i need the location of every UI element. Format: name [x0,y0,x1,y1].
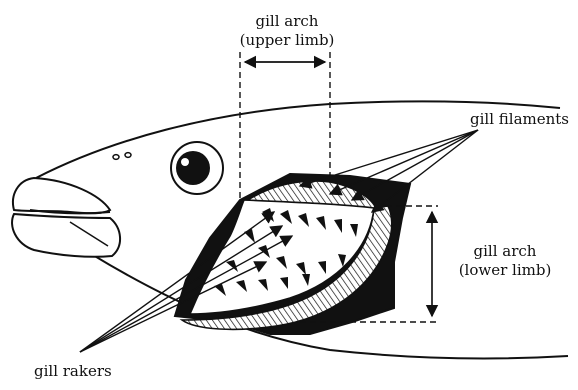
label-gill-arch-lower: gill arch (lower limb) [450,242,560,280]
eye [171,142,223,194]
label-gill-arch-upper-line2: (upper limb) [232,31,342,50]
label-gill-arch-lower-line1: gill arch [450,242,560,261]
label-gill-arch-lower-line2: (lower limb) [450,261,560,280]
nostrils [113,153,131,160]
label-gill-arch-upper: gill arch (upper limb) [232,12,342,50]
label-gill-arch-upper-line1: gill arch [232,12,342,31]
fish-mouth [12,178,120,257]
label-gill-rakers: gill rakers [34,362,112,381]
label-gill-filaments: gill filaments [470,110,569,129]
